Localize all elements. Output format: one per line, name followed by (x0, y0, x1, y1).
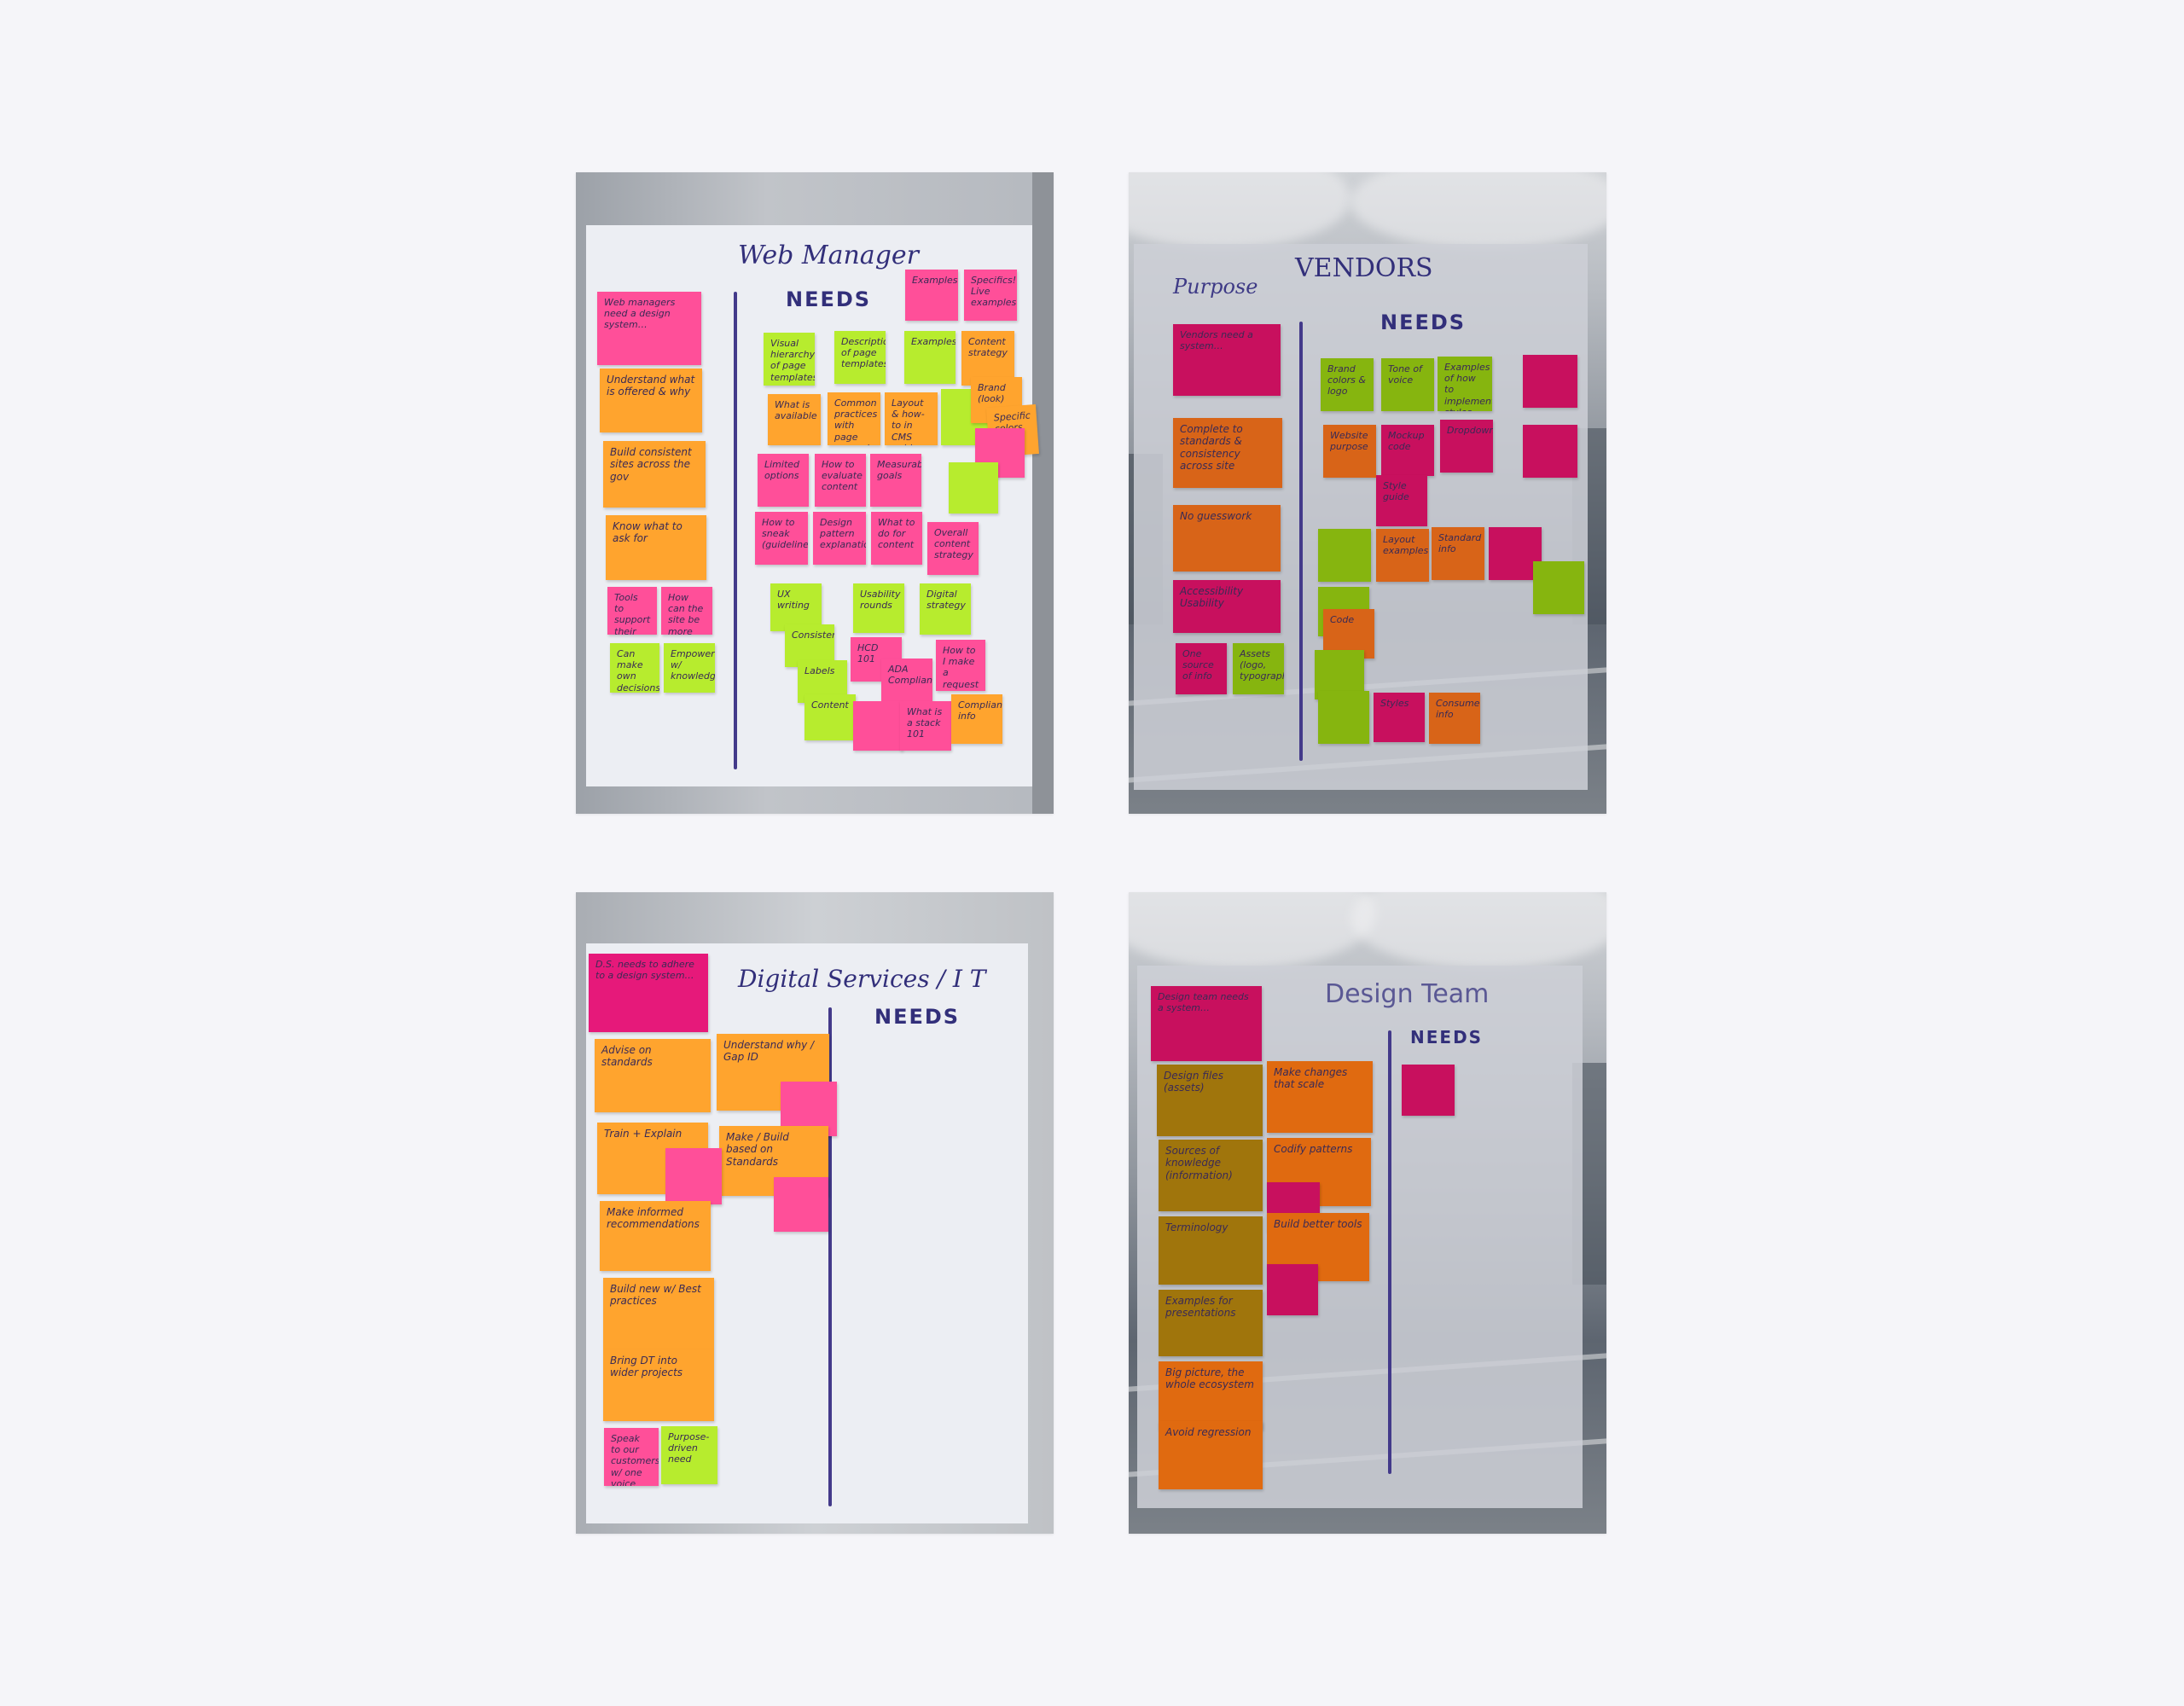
sticky-note: Dropdown (1440, 420, 1493, 473)
sticky-note (1318, 529, 1371, 582)
sticky-note (1267, 1264, 1318, 1315)
sticky-note: Build new w/ Best practices (603, 1278, 714, 1349)
photo-web-manager: Web Manager NEEDS Web managers need a de… (576, 172, 1054, 814)
sticky-note: Website purpose (1323, 425, 1376, 478)
purpose-heading: Purpose (1173, 275, 1258, 299)
sticky-note: Make changes that scale (1267, 1061, 1373, 1133)
sticky-note: Limited options (758, 454, 809, 507)
sticky-note: Compliant info (951, 694, 1002, 744)
persona-card: Design team needs a system… (1151, 986, 1262, 1061)
sticky-note: Layout examples (1376, 529, 1429, 582)
sticky-note: Examples for presentations (1159, 1290, 1263, 1356)
sticky-note: Speak to our customers w/ one voice (604, 1428, 659, 1486)
photo-vendors: Purpose VENDORS NEEDS Vendors need a sys… (1129, 172, 1606, 814)
sticky-note: Understand what is offered & why (600, 368, 702, 432)
sticky-note: How to sneak (guidelines) (755, 512, 808, 565)
persona-card: D.S. needs to adhere to a design system… (589, 954, 708, 1032)
persona-card: Web managers need a design system… (597, 292, 701, 365)
sticky-note (1402, 1065, 1455, 1116)
sticky-note: Usability rounds (853, 583, 904, 633)
column-divider (734, 292, 737, 769)
needs-heading: NEEDS (786, 287, 872, 311)
sticky-note: Design pattern explanation (813, 512, 866, 565)
sticky-note (1318, 691, 1369, 744)
sticky-note: What is available (768, 394, 821, 445)
sticky-note: Examples (904, 331, 956, 384)
sticky-note: Consumer info (1429, 693, 1480, 744)
sticky-note (1523, 355, 1577, 408)
needs-heading: NEEDS (1410, 1027, 1484, 1047)
sticky-note: Make informed recommendations (600, 1201, 711, 1271)
sticky-note: Avoid regression (1159, 1421, 1263, 1489)
sticky-note: Examples of how to implement styles (1438, 357, 1492, 411)
sticky-note (1533, 561, 1584, 614)
needs-heading: NEEDS (874, 1005, 961, 1029)
sticky-note: Consistent (785, 624, 834, 667)
column-divider (828, 1007, 832, 1506)
sticky-note: Style guide (1376, 475, 1427, 526)
sticky-note: Examples (905, 270, 958, 321)
sticky-note: Styles (1374, 693, 1425, 742)
wall-edge (1032, 172, 1054, 814)
sticky-note: Content (804, 694, 856, 740)
sticky-note: Measurable goals (870, 454, 921, 507)
sticky-note: Big picture, the whole ecosystem (1159, 1361, 1263, 1430)
sticky-note: ADA Compliance (881, 659, 932, 706)
sticky-note: Design files (assets) (1157, 1065, 1263, 1136)
needs-heading: NEEDS (1380, 310, 1467, 334)
sticky-note: Bring DT into wider projects (603, 1349, 714, 1421)
sticky-note: Overall content strategy (927, 522, 979, 575)
sticky-note: Description of page templates (834, 331, 886, 384)
column-divider (1299, 322, 1303, 761)
persona-card: Vendors need a system… (1173, 324, 1281, 396)
sticky-note: Advise on standards (595, 1039, 711, 1112)
sticky-note: How can the site be more consistent (661, 587, 712, 635)
board-title: Design Team (1325, 979, 1490, 1009)
sticky-note: Standard info (1432, 527, 1484, 580)
board-title: Web Manager (738, 241, 919, 270)
sticky-note (774, 1177, 828, 1232)
sticky-note: Specifics! Live examples (964, 270, 1017, 321)
sticky-note: Brand colors & logo (1321, 358, 1374, 411)
sticky-note: Common practices with page examples (828, 392, 880, 445)
column-divider (1388, 1030, 1391, 1474)
sticky-note: Mockup code (1381, 425, 1434, 476)
photo-design-team: Design Team NEEDS Design team needs a sy… (1129, 892, 1606, 1534)
sticky-note (665, 1148, 722, 1204)
photo-digital-services: Digital Services / I T NEEDS D.S. needs … (576, 892, 1054, 1534)
cloud (1350, 172, 1606, 249)
sticky-note: UX writing (770, 583, 822, 631)
board-title: Digital Services / I T (738, 965, 986, 993)
sticky-note (1523, 425, 1577, 478)
sticky-note: Purpose-driven need (661, 1426, 717, 1484)
sticky-note: What is a stack 101 (900, 701, 951, 751)
sticky-note: No guesswork (1173, 505, 1281, 572)
board-title: VENDORS (1295, 253, 1433, 283)
sticky-note: One source of info (1176, 643, 1227, 694)
sticky-note (853, 701, 903, 751)
sticky-note: How to I make a request (936, 640, 985, 691)
sticky-note: Empowered w/ knowledge (664, 643, 715, 693)
sticky-note: Build better tools (1267, 1213, 1369, 1281)
sticky-note: Layout & how-to in CMS guide (885, 392, 938, 445)
sticky-note: Tone of voice (1381, 358, 1434, 411)
sticky-note: Digital strategy (920, 583, 971, 635)
sticky-note: Content strategy (961, 331, 1014, 386)
sticky-note: Accessibility Usability (1173, 580, 1281, 633)
sticky-note: Terminology (1159, 1216, 1263, 1285)
sticky-note: Know what to ask for (606, 515, 706, 580)
sticky-note: What to do for content (871, 512, 922, 565)
sticky-note: Build consistent sites across the gov (603, 441, 706, 508)
sticky-note: How to evaluate content (815, 454, 866, 507)
sticky-note: Can make own decisions (610, 643, 659, 693)
sticky-note: Tools to support their customers (607, 587, 657, 635)
sticky-note: Sources of knowledge (information) (1159, 1140, 1263, 1211)
sticky-note: Complete to standards & consistency acro… (1173, 418, 1282, 488)
sticky-note (949, 462, 998, 514)
sticky-note: Assets (logo, typography) (1233, 643, 1284, 694)
sticky-note (1489, 527, 1542, 580)
sticky-note: Visual hierarchy of page templates (764, 333, 815, 386)
